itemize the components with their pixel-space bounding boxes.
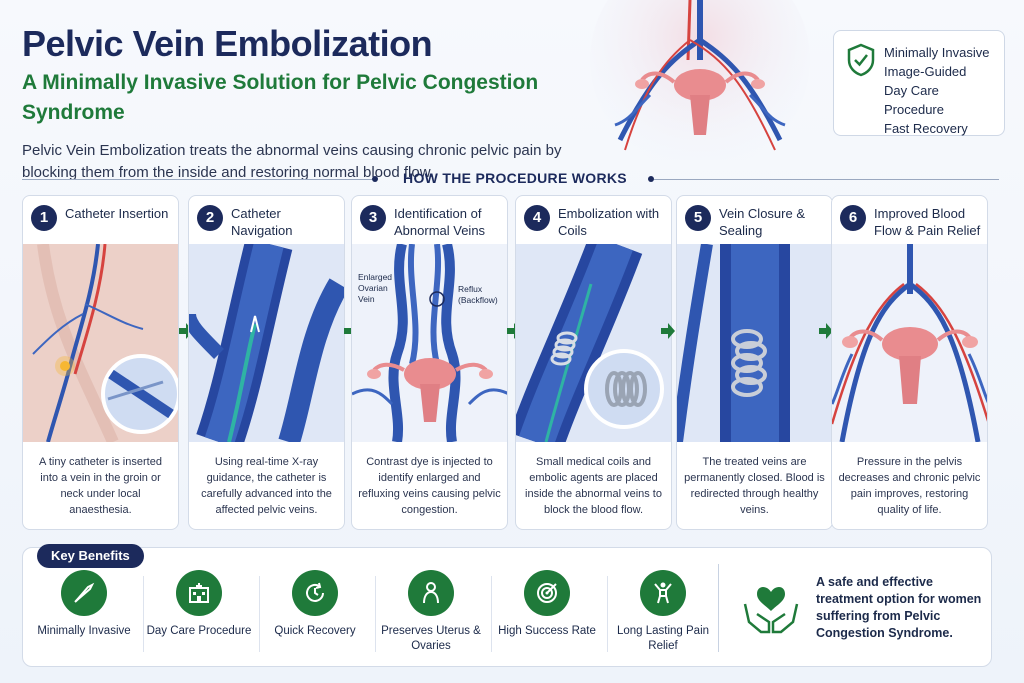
key-benefits-panel: Key Benefits Minimally Invasive Day Care… (22, 544, 992, 667)
step-header: 4 Embolization with Coils (516, 196, 671, 244)
step-card-3: 3 Identification of Abnormal Veins Enlar… (351, 195, 508, 530)
step-number: 1 (31, 205, 57, 231)
catheter-insertion-illustration (23, 244, 178, 442)
step-description: The treated veins are permanently closed… (684, 456, 825, 516)
step-description: Pressure in the pelvis decreases and chr… (838, 456, 981, 516)
feature-item: Day Care Procedure (884, 83, 944, 117)
benefits-divider (718, 564, 719, 652)
step-header: 6 Improved Blood Flow & Pain Relief (832, 196, 987, 244)
step-description: Using real-time X-ray guidance, the cath… (201, 456, 332, 516)
step-number: 4 (524, 205, 550, 231)
step-title: Identification of Abnormal Veins (394, 206, 486, 238)
features-box: Minimally Invasive Image-Guided Day Care… (833, 30, 1005, 136)
woman-icon (408, 570, 454, 616)
step-card-6: 6 Improved Blood Flow & Pain Relief Pres… (831, 195, 988, 530)
label-reflux: Reflux (Backflow) (458, 284, 498, 305)
closing-statement: A safe and effective treatment option fo… (816, 575, 982, 640)
benefit-label: Long Lasting Pain Relief (616, 625, 710, 652)
clock-icon (292, 570, 338, 616)
hospital-icon (176, 570, 222, 616)
step-title: Embolization with Coils (558, 206, 660, 238)
feature-item: Image-Guided (884, 64, 967, 79)
benefit-label: Day Care Procedure (146, 625, 252, 637)
step-description: Contrast dye is injected to identify enl… (358, 456, 501, 516)
benefit-divider (607, 576, 608, 652)
person-arms-up-icon (640, 570, 686, 616)
benefit-preserves-uterus: Preserves Uterus & Ovaries (376, 570, 486, 654)
improved-blood-flow-illustration (832, 244, 987, 442)
step-title: Catheter Insertion (65, 206, 169, 221)
embolization-coils-illustration (516, 244, 671, 442)
step-header: 5 Vein Closure & Sealing (677, 196, 832, 244)
key-benefits-label: Key Benefits (37, 544, 144, 568)
step-title: Improved Blood Flow & Pain Relief (874, 206, 981, 238)
pelvic-anatomy-illustration (590, 0, 810, 160)
shield-check-icon (847, 43, 875, 77)
benefit-high-success: High Success Rate (492, 570, 602, 639)
arrow-right-icon (819, 323, 833, 339)
step-card-5: 5 Vein Closure & Sealing The treated vei… (676, 195, 833, 530)
step-title: Catheter Navigation (231, 206, 293, 238)
step-card-1: 1 Catheter Insertion A tiny catheter is … (22, 195, 179, 530)
step-number: 5 (685, 205, 711, 231)
intro-text: Pelvic Vein Embolization treats the abno… (22, 142, 562, 181)
benefit-divider (259, 576, 260, 652)
step-header: 3 Identification of Abnormal Veins (352, 196, 507, 244)
step-card-4: 4 Embolization with Coils Small medical … (515, 195, 672, 530)
section-heading: HOW THE PROCEDURE WORKS (0, 170, 1024, 190)
divider-dot (372, 176, 378, 182)
divider-left (22, 179, 372, 180)
step-description: Small medical coils and embolic agents a… (525, 456, 662, 516)
benefit-label: Preserves Uterus & Ovaries (381, 625, 481, 652)
step-number: 2 (197, 205, 223, 231)
feature-item: Minimally Invasive (884, 45, 990, 60)
catheter-navigation-illustration (189, 244, 344, 442)
step-card-2: 2 Catheter Navigation Using real-time X-… (188, 195, 345, 530)
benefit-label: High Success Rate (498, 625, 596, 637)
benefit-day-care: Day Care Procedure (144, 570, 254, 639)
benefit-label: Quick Recovery (274, 625, 356, 637)
step-description: A tiny catheter is inserted into a vein … (39, 456, 162, 516)
feature-item: Fast Recovery (884, 121, 968, 136)
step-number: 3 (360, 205, 386, 231)
benefit-quick-recovery: Quick Recovery (260, 570, 370, 639)
divider-dot (648, 176, 654, 182)
benefit-divider (491, 576, 492, 652)
header: Pelvic Vein Embolization A Minimally Inv… (22, 22, 642, 184)
step-header: 2 Catheter Navigation (189, 196, 344, 244)
benefit-pain-relief: Long Lasting Pain Relief (608, 570, 718, 654)
page-subtitle: A Minimally Invasive Solution for Pelvic… (22, 71, 539, 124)
scalpel-icon (61, 570, 107, 616)
divider-right (654, 179, 999, 180)
page-title: Pelvic Vein Embolization (22, 23, 433, 64)
step-title: Vein Closure & Sealing (719, 206, 805, 238)
benefit-label: Minimally Invasive (37, 625, 131, 637)
hands-heart-icon (743, 586, 799, 634)
step-header: 1 Catheter Insertion (23, 196, 178, 244)
benefit-divider (375, 576, 376, 652)
benefit-divider (143, 576, 144, 652)
section-title: HOW THE PROCEDURE WORKS (403, 170, 627, 186)
label-enlarged-vein: Enlarged Ovarian Vein (358, 272, 393, 304)
abnormal-veins-illustration (352, 244, 507, 442)
vein-closure-illustration (677, 244, 832, 442)
arrow-right-icon (661, 323, 675, 339)
step-number: 6 (840, 205, 866, 231)
benefit-minimally-invasive: Minimally Invasive (29, 570, 139, 639)
target-icon (524, 570, 570, 616)
